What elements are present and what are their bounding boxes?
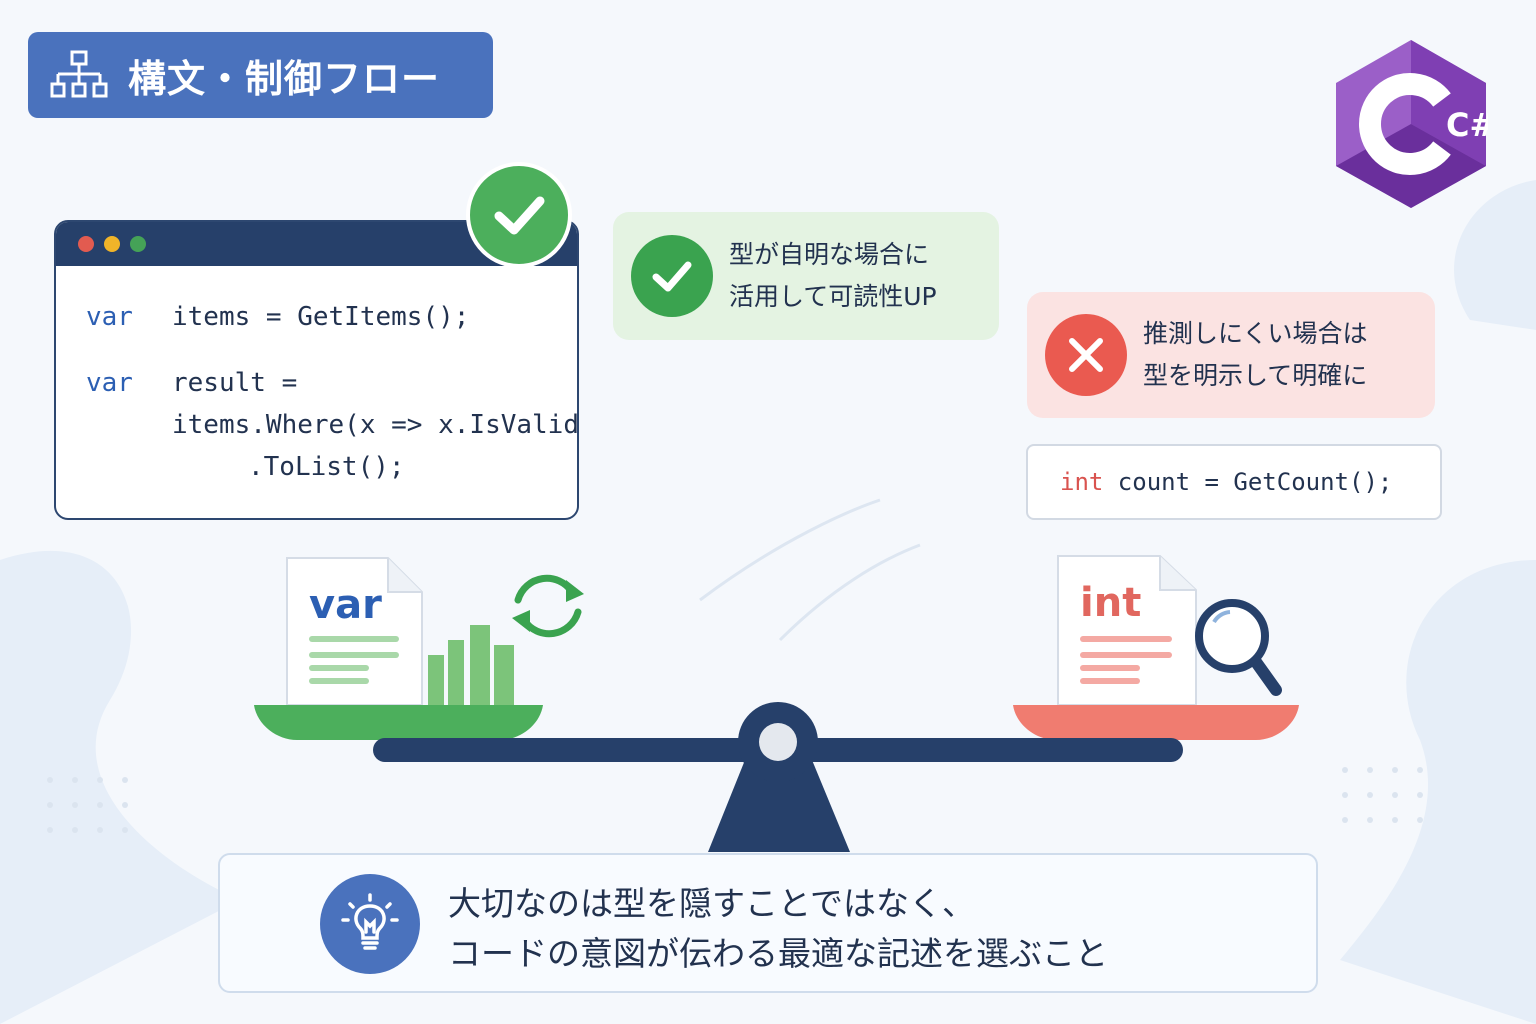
code-keyword: var: [86, 302, 133, 332]
hierarchy-icon: [50, 50, 108, 98]
bad-callout-line2: 型を明示して明確に: [1143, 361, 1368, 390]
good-callout-text: 型が自明な場合に 活用して可読性UP: [729, 234, 937, 318]
int-code-box: int count = GetCount();: [1026, 444, 1442, 520]
minimize-dot: [104, 236, 120, 252]
int-code-text: count = GetCount();: [1103, 468, 1393, 496]
bad-callout: 推測しにくい場合は 型を明示して明確に: [1027, 292, 1435, 418]
check-icon: [466, 162, 572, 268]
refresh-icon: [512, 574, 584, 638]
lightbulb-icon: [320, 874, 420, 974]
code-line: .ToList();: [86, 446, 577, 488]
csharp-logo: C#: [1336, 40, 1488, 208]
code-keyword: var: [86, 368, 133, 398]
code-line: items.Where(x => x.IsValid): [86, 404, 577, 446]
code-line: var items = GetItems();: [86, 296, 577, 338]
check-icon: [631, 235, 713, 317]
category-badge: 構文・制御フロー: [28, 32, 493, 118]
message-box: 大切なのは型を隠すことではなく、 コードの意図が伝わる最適な記述を選ぶこと: [218, 853, 1318, 993]
code-text: items.Where(x => x.IsValid): [172, 410, 579, 440]
int-keyword: int: [1060, 468, 1104, 496]
int-doc-label: int: [1080, 580, 1142, 626]
code-text: result =: [172, 368, 298, 398]
magnifier-icon: [1195, 599, 1282, 696]
maximize-dot: [130, 236, 146, 252]
good-callout: 型が自明な場合に 活用して可読性UP: [613, 212, 999, 340]
message-line2: コードの意図が伝わる最適な記述を選ぶこと: [448, 934, 1108, 973]
var-doc-label: var: [309, 582, 382, 628]
good-callout-line1: 型が自明な場合に: [729, 240, 930, 269]
code-body: var items = GetItems(); var result = items…: [56, 266, 577, 488]
badge-label: 構文・制御フロー: [128, 56, 441, 101]
int-document-icon: [1057, 555, 1197, 706]
var-document-icon: [286, 557, 423, 706]
good-callout-line2: 活用して可読性UP: [729, 282, 937, 311]
bad-callout-text: 推測しにくい場合は 型を明示して明確に: [1143, 313, 1368, 397]
code-text: items = GetItems();: [172, 302, 470, 332]
message-line1: 大切なのは型を隠すことではなく、: [448, 884, 976, 923]
code-window: var items = GetItems(); var result = items…: [54, 220, 579, 520]
csharp-logo-text: C#: [1446, 106, 1488, 144]
bar-chart-icon: [428, 625, 514, 705]
close-dot: [78, 236, 94, 252]
bad-callout-line1: 推測しにくい場合は: [1143, 319, 1368, 348]
code-text: .ToList();: [248, 452, 405, 482]
code-line: var result =: [86, 362, 577, 404]
cross-icon: [1045, 314, 1127, 396]
message-text: 大切なのは型を隠すことではなく、 コードの意図が伝わる最適な記述を選ぶこと: [448, 879, 1108, 979]
